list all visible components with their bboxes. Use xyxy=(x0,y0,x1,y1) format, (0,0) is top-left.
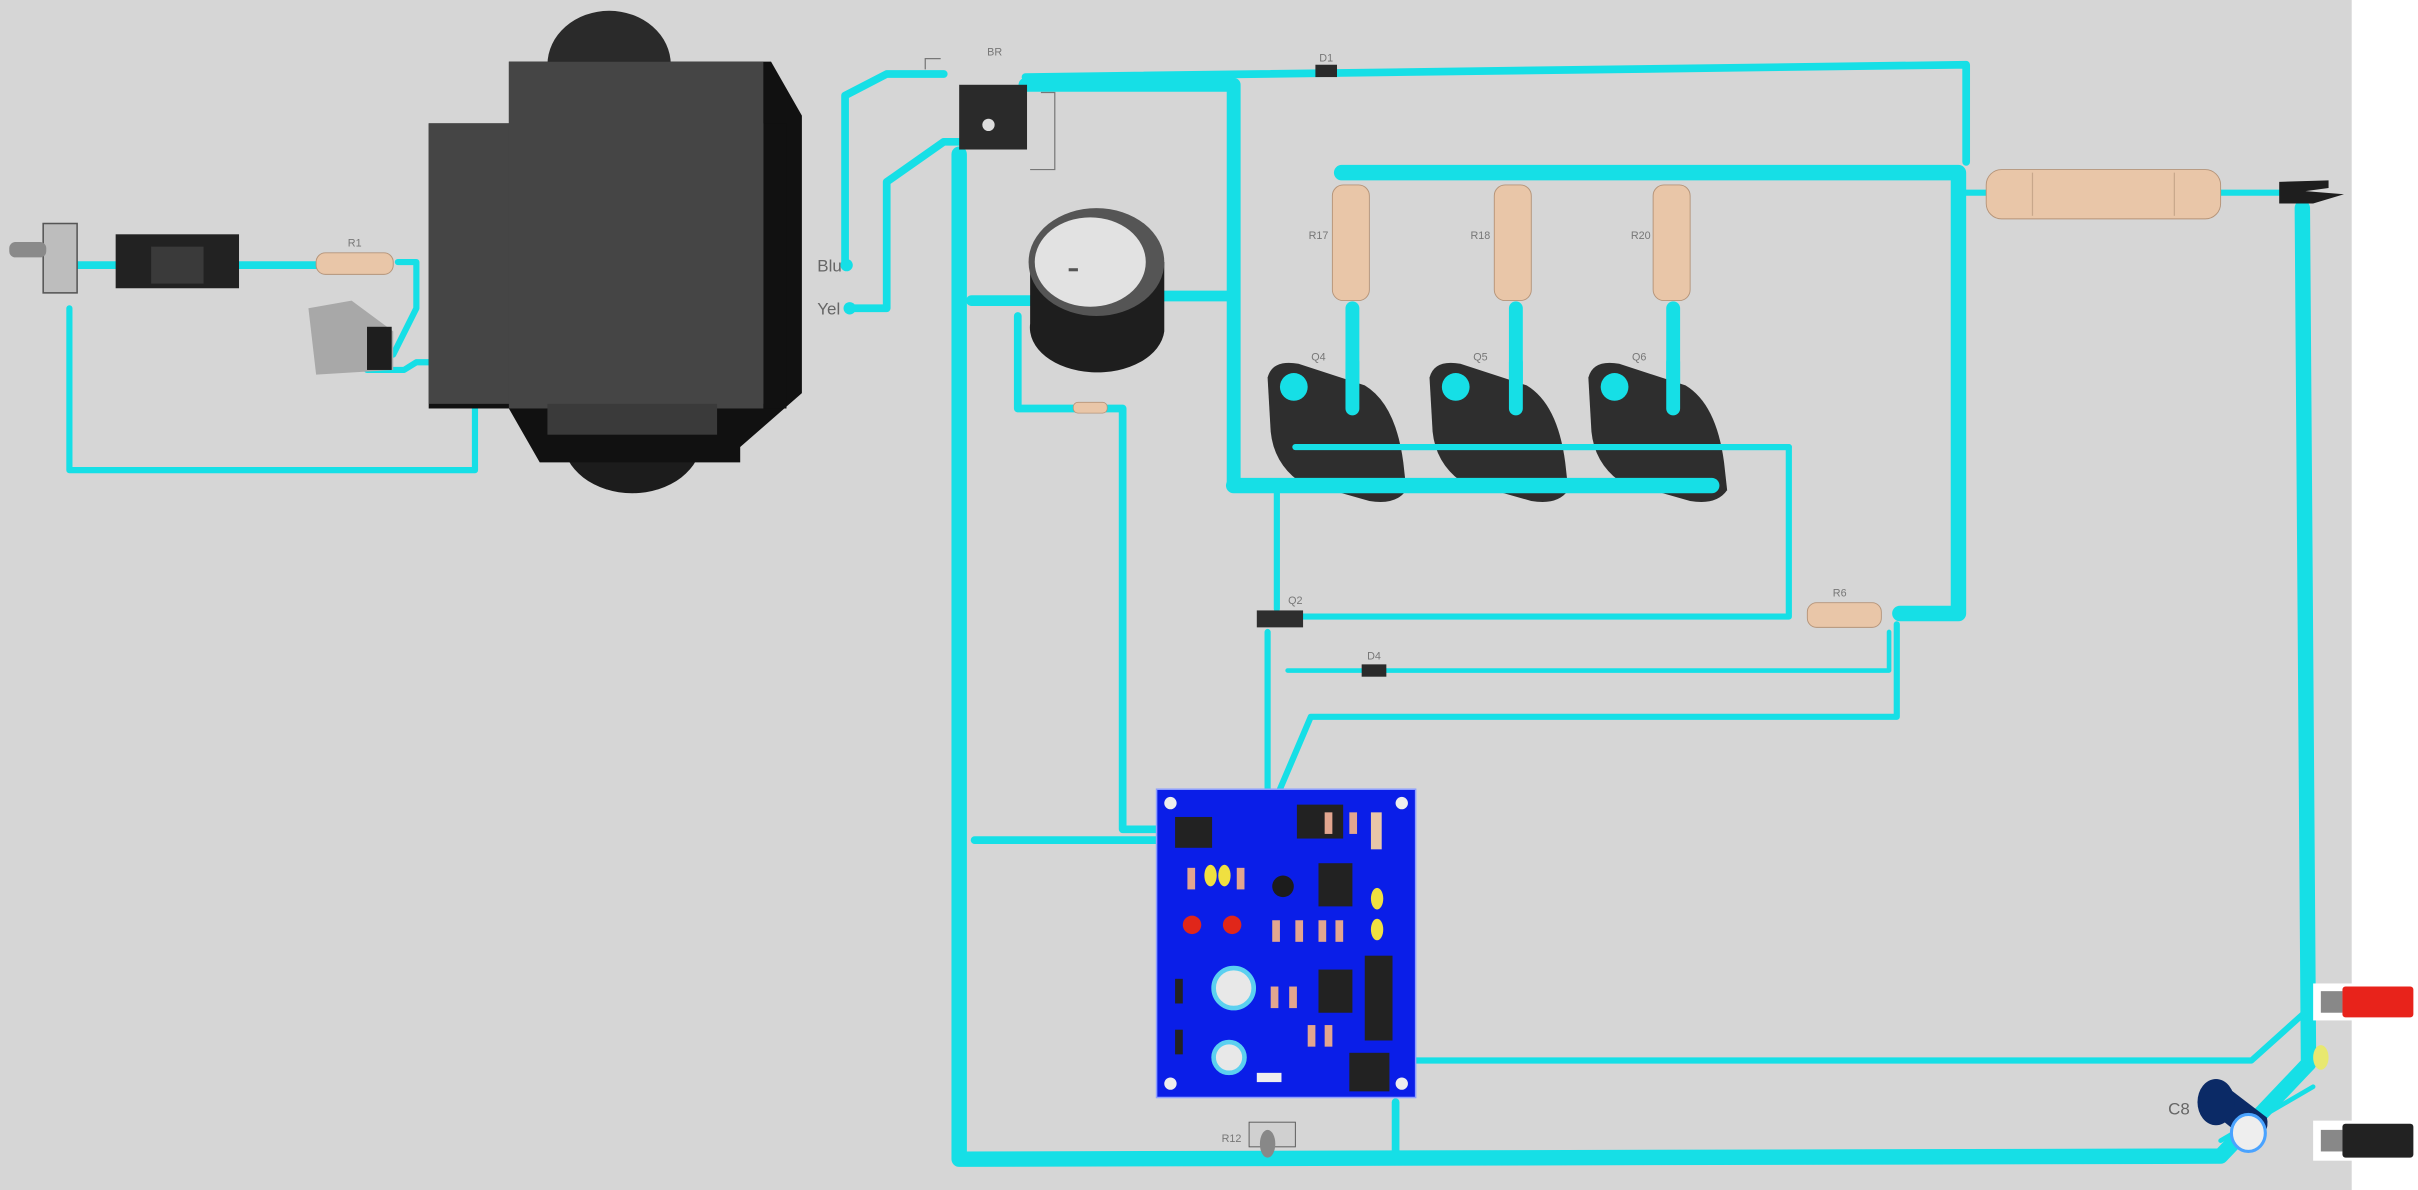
resistor-r18[interactable]: R18 xyxy=(1471,184,1532,302)
small-capacitor xyxy=(2313,1045,2329,1070)
rocker-switch[interactable] xyxy=(308,300,394,375)
ic-opamp-1 xyxy=(1318,863,1353,907)
pad-blu[interactable] xyxy=(840,258,853,272)
power-resistor[interactable] xyxy=(1985,169,2222,220)
output-lug[interactable] xyxy=(2279,180,2344,204)
small-transistor xyxy=(1272,875,1294,898)
bridge-label: BR xyxy=(987,46,1002,58)
resistor-r20-label: R20 xyxy=(1631,230,1651,242)
power-transistor-q4[interactable]: Q4 xyxy=(1267,352,1407,503)
resistor-r20[interactable]: R20 xyxy=(1631,184,1691,302)
cap-c8-label: C8 xyxy=(2168,1099,2190,1118)
led-1 xyxy=(1182,915,1202,935)
pcb-connector-drive[interactable] xyxy=(1296,804,1344,839)
transistor-q4-label: Q4 xyxy=(1311,352,1325,364)
resistor-r17[interactable]: R17 xyxy=(1309,184,1370,302)
binding-post-black[interactable] xyxy=(2313,1120,2418,1161)
transistor-q5-label: Q5 xyxy=(1473,352,1487,364)
diode-d1-label: D1 xyxy=(1319,53,1333,65)
pot-label: R12 xyxy=(1222,1133,1242,1145)
resistor-r1-label: R1 xyxy=(348,238,362,250)
potentiometer[interactable]: R12 xyxy=(1222,1121,1296,1158)
driver-transistor-q2[interactable]: Q2 xyxy=(1256,595,1304,628)
filter-capacitor[interactable] xyxy=(1028,208,1165,373)
output-capacitor-c8[interactable]: C8 xyxy=(2168,1079,2268,1154)
wire-label-yel: Yel xyxy=(817,299,840,318)
ic-dip14 xyxy=(1364,955,1393,1041)
transformer[interactable] xyxy=(428,10,802,494)
resistor-r18-label: R18 xyxy=(1471,230,1491,242)
diode-d4-label: D4 xyxy=(1367,651,1381,663)
power-switch[interactable] xyxy=(9,222,78,294)
power-transistor-q6[interactable]: Q6 xyxy=(1588,352,1728,503)
diode-d4[interactable]: D4 xyxy=(1361,651,1387,677)
copper-traces xyxy=(66,60,2317,1167)
resistor-r6-label: R6 xyxy=(1833,588,1847,600)
power-transistor-q5[interactable]: Q5 xyxy=(1429,352,1569,503)
pcb-connector-input[interactable] xyxy=(1175,816,1213,848)
diode-d1[interactable]: D1 xyxy=(1315,53,1337,78)
bridge-rectifier[interactable]: BR xyxy=(924,46,1056,171)
control-pcb[interactable] xyxy=(1155,788,1417,1099)
fuse-holder[interactable] xyxy=(115,234,240,289)
resistor-r6[interactable]: R6 xyxy=(1806,588,1882,628)
pcb-connector-output[interactable] xyxy=(1349,1052,1390,1092)
resistor-r17-label: R17 xyxy=(1309,230,1329,242)
transistor-q6-label: Q6 xyxy=(1632,352,1646,364)
resistor-small-cap[interactable] xyxy=(1072,401,1108,414)
binding-post-red[interactable] xyxy=(2313,983,2418,1021)
led-2 xyxy=(1222,915,1242,935)
resistor-r1[interactable]: R1 xyxy=(315,238,394,275)
pad-yel[interactable] xyxy=(843,302,856,315)
driver-q2-label: Q2 xyxy=(1288,595,1302,607)
wire-label-blu: Blu xyxy=(817,256,841,275)
ic-opamp-2 xyxy=(1318,969,1353,1013)
